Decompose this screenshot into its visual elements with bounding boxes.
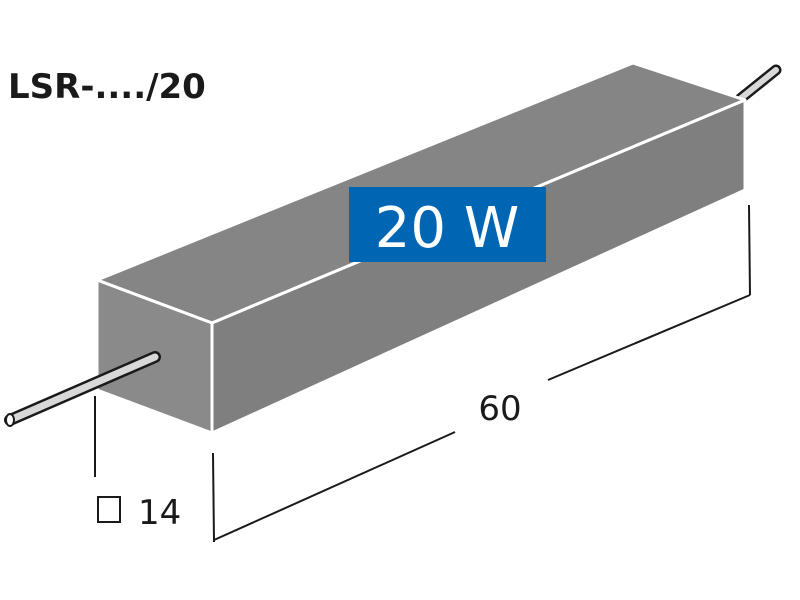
power-label: 20 W <box>375 196 519 261</box>
power-label-badge: 20 W <box>349 187 546 262</box>
model-title: LSR-..../20 <box>8 67 206 107</box>
cross-section-dimension: 14 <box>94 396 181 533</box>
length-dimension <box>212 204 751 543</box>
length-value: 60 <box>478 389 521 429</box>
left-lead <box>4 351 161 427</box>
cross-section-value: 14 <box>138 493 181 533</box>
square-section-icon <box>97 496 121 523</box>
